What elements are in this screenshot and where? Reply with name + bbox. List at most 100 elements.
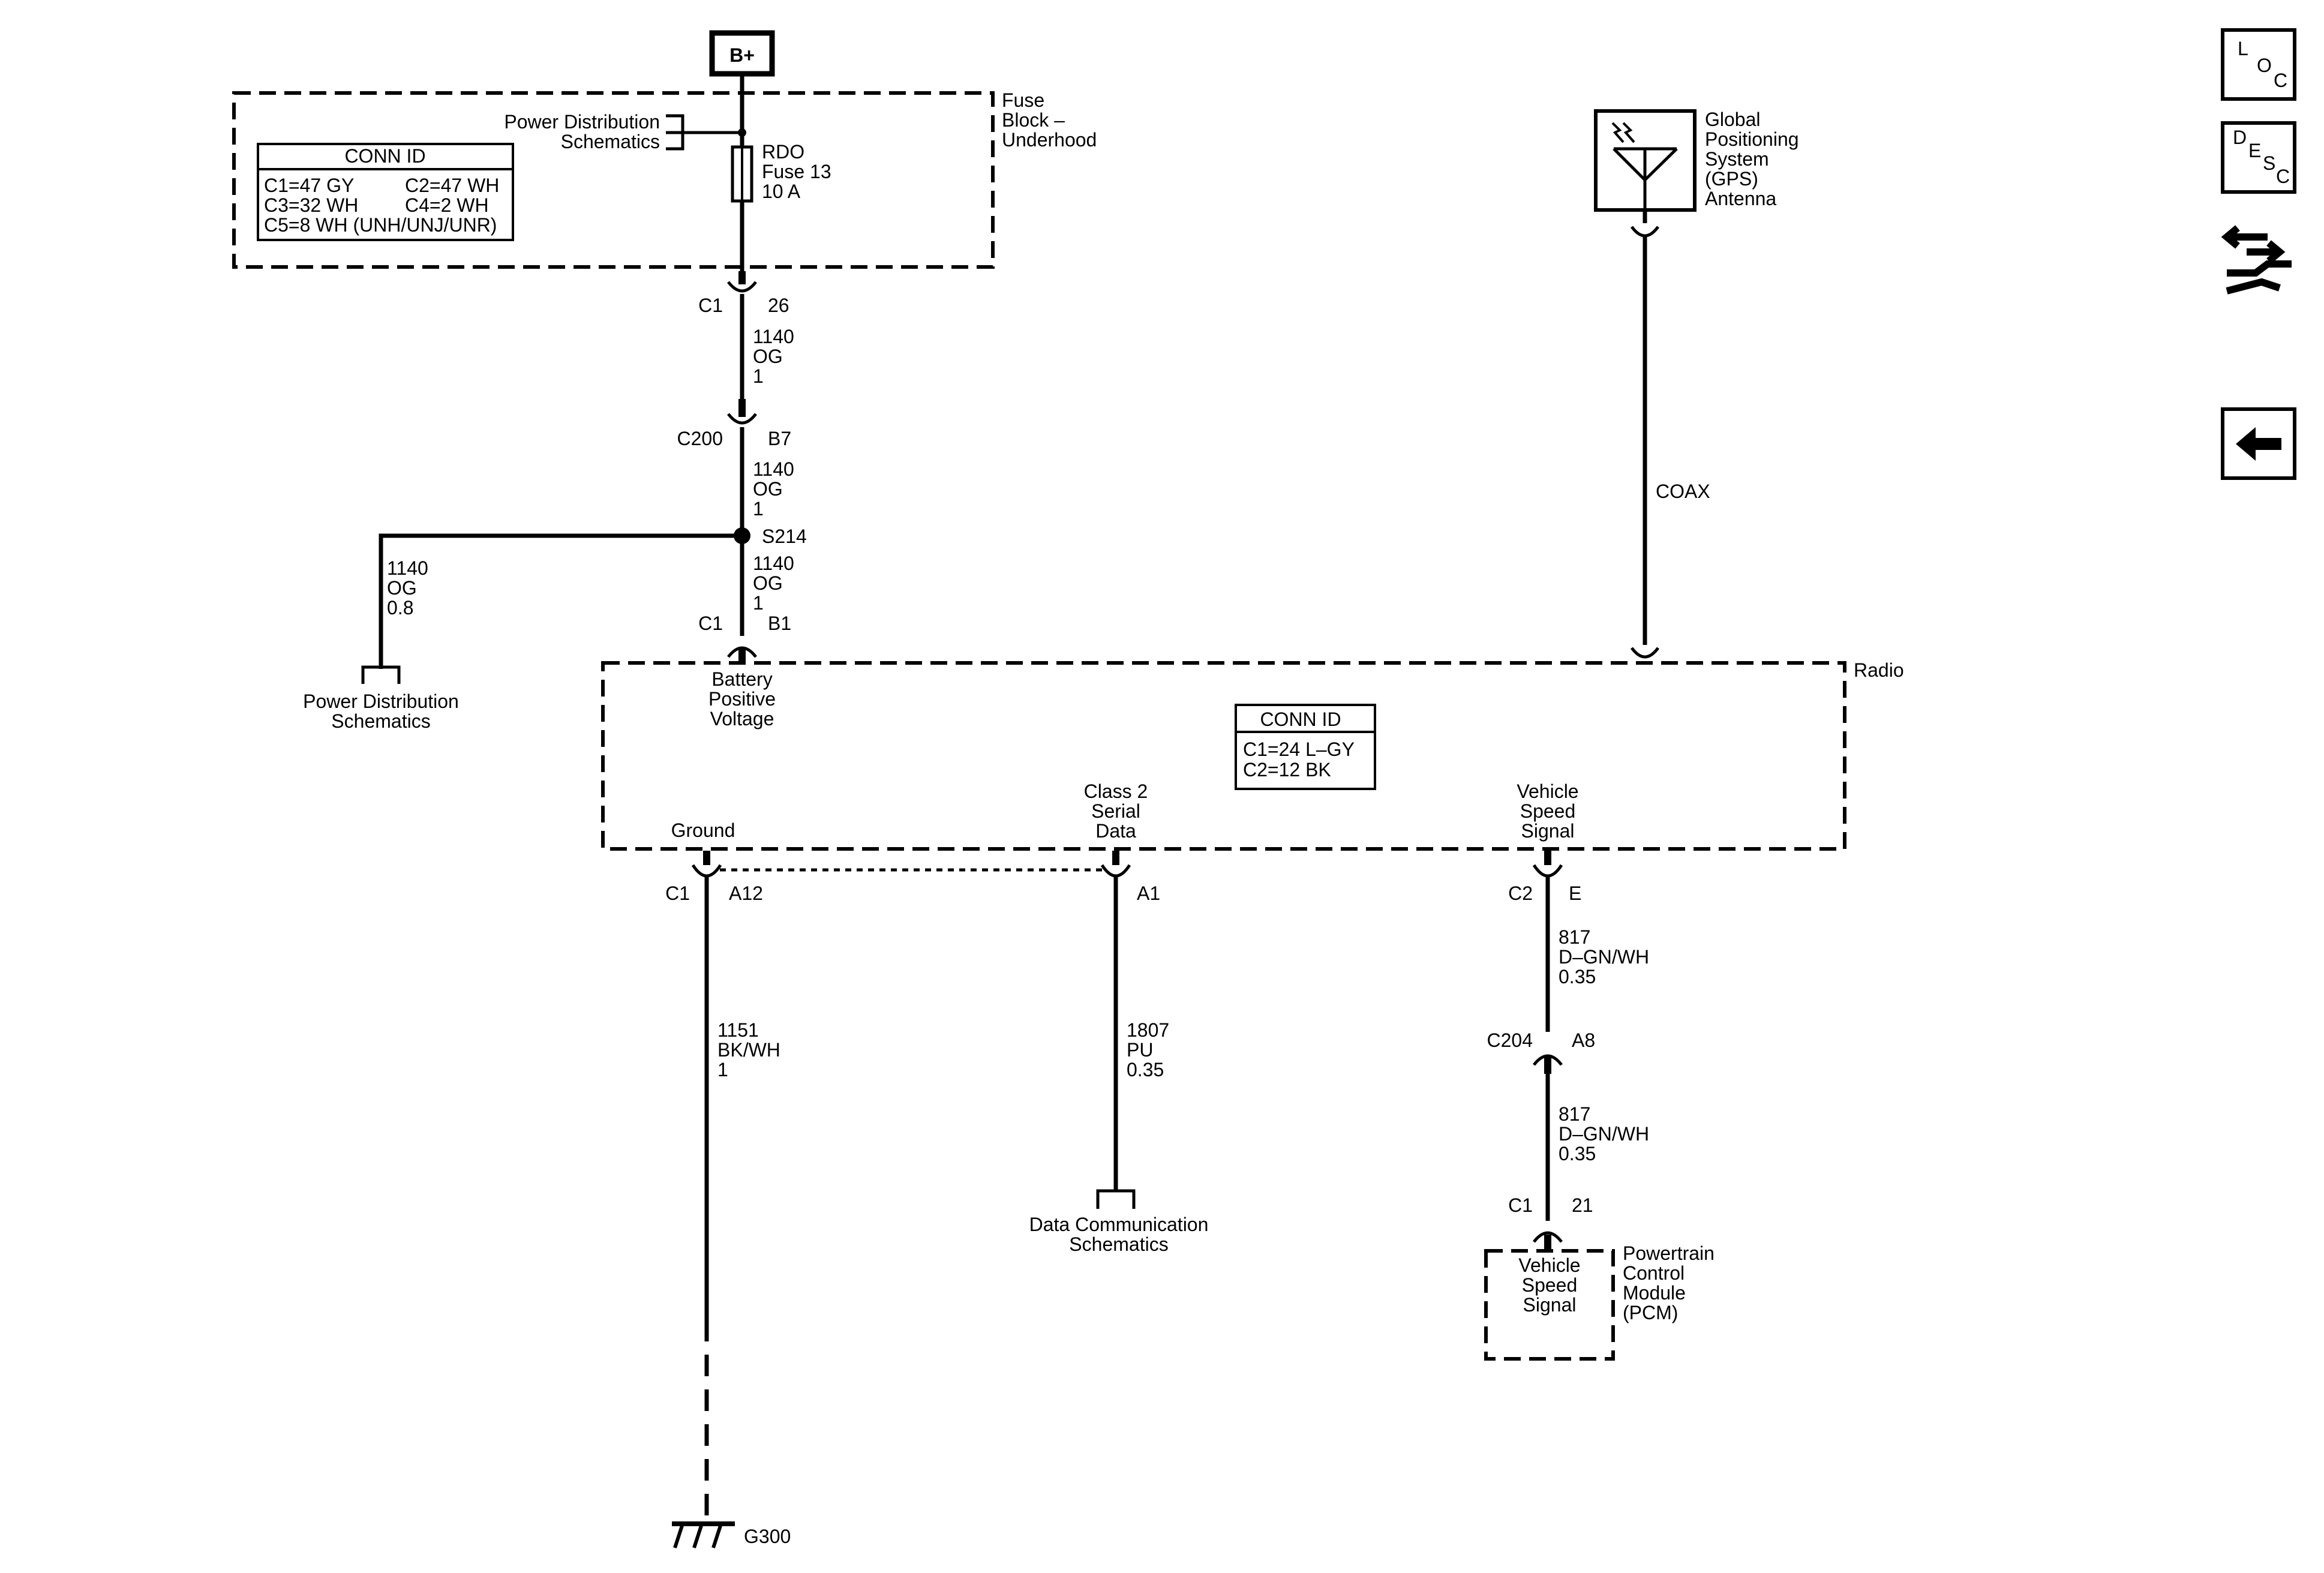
svg-text:1140: 1140 bbox=[753, 458, 794, 480]
svg-text:S: S bbox=[2263, 152, 2275, 174]
svg-text:C: C bbox=[2276, 166, 2290, 187]
svg-text:L: L bbox=[2238, 38, 2248, 59]
wire-1140-og-1a: 1140 OG 1 bbox=[753, 326, 794, 387]
svg-text:Vehicle: Vehicle bbox=[1517, 781, 1578, 802]
connector-repair-icon[interactable] bbox=[2221, 225, 2292, 295]
svg-text:1807: 1807 bbox=[1127, 1019, 1169, 1041]
svg-text:1140: 1140 bbox=[387, 557, 428, 579]
splice-label: S214 bbox=[762, 526, 807, 547]
svg-text:Voltage: Voltage bbox=[710, 708, 774, 730]
wire-1140-og-0.8: 1140 OG 0.8 bbox=[387, 557, 428, 619]
wire-1140-og-1c: 1140 OG 1 bbox=[753, 553, 794, 614]
loc-button[interactable]: L O C bbox=[2221, 28, 2296, 101]
svg-text:(PCM): (PCM) bbox=[1623, 1302, 1678, 1323]
svg-text:B1: B1 bbox=[768, 613, 791, 634]
svg-text:C204: C204 bbox=[1487, 1029, 1533, 1051]
svg-text:B+: B+ bbox=[729, 44, 755, 66]
svg-text:G300: G300 bbox=[744, 1526, 791, 1547]
data-communication-reference: Data Communication Schematics bbox=[1029, 1214, 1209, 1255]
svg-text:Fuse 13: Fuse 13 bbox=[762, 161, 831, 182]
svg-text:C1: C1 bbox=[698, 295, 723, 316]
svg-text:Data: Data bbox=[1095, 820, 1136, 842]
svg-text:System: System bbox=[1705, 148, 1769, 170]
wire-817-a: 817 D–GN/WH 0.35 bbox=[1559, 926, 1649, 987]
radio-label: Radio bbox=[1854, 659, 1904, 681]
svg-text:A12: A12 bbox=[729, 882, 763, 904]
svg-text:Battery: Battery bbox=[711, 668, 772, 690]
svg-text:Module: Module bbox=[1623, 1282, 1686, 1304]
ground-g300: G300 bbox=[672, 1521, 791, 1548]
svg-text:Signal: Signal bbox=[1521, 820, 1575, 842]
svg-text:Power Distribution: Power Distribution bbox=[303, 691, 459, 712]
svg-text:C2=12 BK: C2=12 BK bbox=[1243, 759, 1331, 781]
svg-text:Vehicle: Vehicle bbox=[1518, 1254, 1580, 1276]
svg-text:Class 2: Class 2 bbox=[1084, 781, 1148, 802]
svg-text:Fuse: Fuse bbox=[1002, 89, 1044, 111]
svg-text:C1: C1 bbox=[1508, 1194, 1533, 1216]
fuse-block-underhood bbox=[232, 91, 995, 269]
svg-text:817: 817 bbox=[1559, 1103, 1590, 1125]
svg-text:BK/WH: BK/WH bbox=[717, 1039, 780, 1061]
svg-text:CONN ID: CONN ID bbox=[1260, 709, 1341, 730]
radio-module bbox=[601, 661, 1846, 851]
gps-label: Global Positioning System (GPS) Antenna bbox=[1705, 109, 1799, 209]
coax-label: COAX bbox=[1656, 481, 1710, 502]
svg-text:C4=2 WH: C4=2 WH bbox=[405, 194, 489, 216]
connector-c1-b1: C1 B1 bbox=[698, 613, 791, 663]
svg-text:Powertrain: Powertrain bbox=[1623, 1242, 1715, 1264]
svg-text:Positioning: Positioning bbox=[1705, 128, 1799, 150]
svg-text:1: 1 bbox=[753, 365, 764, 387]
svg-text:10 A: 10 A bbox=[762, 181, 801, 202]
svg-text:1140: 1140 bbox=[753, 326, 794, 347]
fuse-label: RDO Fuse 13 10 A bbox=[762, 141, 831, 202]
svg-text:Schematics: Schematics bbox=[561, 131, 660, 152]
svg-text:C1: C1 bbox=[665, 882, 690, 904]
svg-text:0.35: 0.35 bbox=[1559, 966, 1596, 987]
svg-text:(GPS): (GPS) bbox=[1705, 168, 1758, 190]
connector-c1-a12: C1 A12 bbox=[665, 851, 763, 904]
radio-pin-battery: Battery Positive Voltage bbox=[708, 668, 776, 730]
svg-text:Serial: Serial bbox=[1091, 800, 1140, 822]
radio-pin-class2: Class 2 Serial Data bbox=[1084, 781, 1148, 842]
arrow-left-icon bbox=[2236, 427, 2281, 461]
svg-text:OG: OG bbox=[753, 478, 783, 500]
connector-c2-e: C2 E bbox=[1508, 851, 1581, 904]
svg-text:O: O bbox=[2257, 55, 2272, 76]
svg-text:1: 1 bbox=[753, 592, 764, 614]
svg-text:B7: B7 bbox=[768, 428, 791, 449]
gps-antenna bbox=[1594, 109, 1697, 212]
connector-c1-26: C1 26 bbox=[698, 271, 789, 316]
svg-text:OG: OG bbox=[753, 572, 783, 594]
svg-text:Schematics: Schematics bbox=[1069, 1233, 1168, 1255]
svg-text:C1: C1 bbox=[698, 613, 723, 634]
svg-text:D: D bbox=[2233, 127, 2247, 148]
svg-text:Data Communication: Data Communication bbox=[1029, 1214, 1209, 1235]
back-button[interactable] bbox=[2221, 407, 2296, 480]
svg-text:C5=8 WH (UNH/UNJ/UNR): C5=8 WH (UNH/UNJ/UNR) bbox=[264, 214, 497, 236]
desc-button[interactable]: D E S C bbox=[2221, 121, 2296, 194]
fuse-block-label: Fuse Block – Underhood bbox=[1002, 89, 1097, 151]
svg-text:CONN ID: CONN ID bbox=[344, 145, 425, 167]
wire-1140-og-1b: 1140 OG 1 bbox=[753, 458, 794, 520]
svg-text:1: 1 bbox=[717, 1059, 728, 1080]
svg-text:0.8: 0.8 bbox=[387, 597, 413, 619]
pds-reference-top: Power Distribution Schematics bbox=[504, 111, 660, 152]
svg-text:Global: Global bbox=[1705, 109, 1761, 130]
fuse-block-conn-id-table: CONN ID C1=47 GY C2=47 WH C3=32 WH C4=2 … bbox=[257, 143, 514, 241]
svg-text:OG: OG bbox=[753, 346, 783, 367]
svg-text:26: 26 bbox=[768, 295, 789, 316]
svg-text:Block –: Block – bbox=[1002, 109, 1065, 131]
svg-text:21: 21 bbox=[1572, 1194, 1593, 1216]
svg-text:Control: Control bbox=[1623, 1262, 1685, 1284]
connector-c200: C200 B7 bbox=[677, 399, 791, 449]
svg-text:1151: 1151 bbox=[717, 1019, 759, 1041]
svg-text:Power Distribution: Power Distribution bbox=[504, 111, 660, 133]
svg-text:A1: A1 bbox=[1137, 882, 1160, 904]
connector-c1-21: C1 21 bbox=[1508, 1194, 1593, 1250]
svg-text:C1=24 L–GY: C1=24 L–GY bbox=[1243, 739, 1355, 760]
pds-reference-bottom: Power Distribution Schematics bbox=[303, 691, 459, 732]
svg-text:PU: PU bbox=[1127, 1039, 1153, 1061]
svg-text:OG: OG bbox=[387, 577, 417, 599]
svg-text:C3=32 WH: C3=32 WH bbox=[264, 194, 358, 216]
svg-text:D–GN/WH: D–GN/WH bbox=[1559, 946, 1649, 968]
